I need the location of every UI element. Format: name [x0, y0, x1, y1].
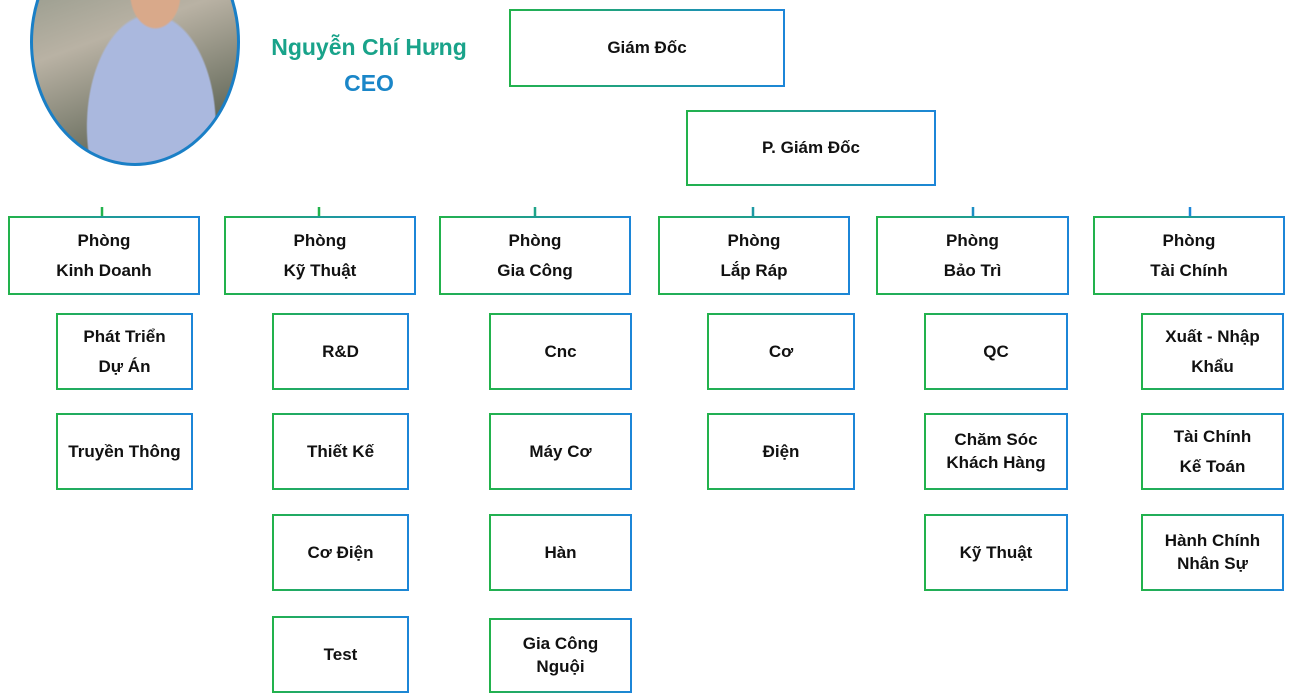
ceo-title: CEO: [344, 69, 394, 96]
department-ky-thuat: Phòng Kỹ Thuật: [224, 216, 416, 295]
unit-line1: Máy Cơ: [529, 441, 592, 461]
deputy-director-label: P. Giám Đốc: [762, 138, 860, 158]
department-line1: Phòng: [1162, 230, 1216, 250]
department-kinh-doanh: Phòng Kinh Doanh: [8, 216, 200, 295]
department-line2: Gia Công: [497, 260, 573, 280]
ceo-caption: Nguyễn Chí Hưng CEO: [246, 30, 492, 101]
unit-line1: Cơ Điện: [307, 542, 374, 562]
unit-co-dien: Cơ Điện: [272, 514, 409, 591]
department-line2: Bảo Trì: [943, 260, 1002, 280]
department-gia-cong: Phòng Gia Công: [439, 216, 631, 295]
unit-line2: Dự Án: [98, 356, 151, 376]
unit-dien: Điện: [707, 413, 855, 490]
director-label: Giám Đốc: [607, 38, 687, 58]
unit-r-and-d: R&D: [272, 313, 409, 390]
unit-ky-thuat: Kỹ Thuật: [924, 514, 1068, 591]
unit-line2: Khẩu: [1191, 356, 1234, 376]
unit-line1: Hàn: [544, 542, 577, 562]
department-line2: Lắp Ráp: [720, 260, 788, 280]
unit-line1: QC: [983, 341, 1009, 361]
unit-thiet-ke: Thiết Kế: [272, 413, 409, 490]
unit-line1: Kỹ Thuật: [959, 542, 1033, 562]
department-lap-rap: Phòng Lắp Ráp: [658, 216, 850, 295]
department-line1: Phòng: [293, 230, 347, 250]
unit-line2: Nhân Sự: [1177, 553, 1248, 573]
department-line1: Phòng: [77, 230, 131, 250]
unit-truyen-thong: Truyền Thông: [56, 413, 193, 490]
unit-test: Test: [272, 616, 409, 693]
unit-co: Cơ: [707, 313, 855, 390]
unit-tai-chinh-ke-toan: Tài Chính Kế Toán: [1141, 413, 1284, 490]
unit-line1: Xuất - Nhập: [1165, 326, 1260, 346]
unit-line1: Truyền Thông: [68, 441, 181, 461]
unit-line1: Phát Triển: [83, 326, 166, 346]
unit-line2: Nguội: [536, 656, 585, 676]
unit-line2: Kế Toán: [1179, 456, 1246, 476]
department-line2: Kinh Doanh: [56, 260, 152, 280]
unit-han: Hàn: [489, 514, 632, 591]
unit-line1: Cơ: [768, 341, 794, 361]
unit-phat-trien-du-an: Phát Triển Dự Án: [56, 313, 193, 390]
ceo-name: Nguyễn Chí Hưng: [271, 34, 467, 60]
unit-cnc: Cnc: [489, 313, 632, 390]
deputy-director-box: P. Giám Đốc: [686, 110, 936, 186]
unit-qc: QC: [924, 313, 1068, 390]
unit-line1: Test: [323, 644, 358, 664]
department-line1: Phòng: [508, 230, 562, 250]
unit-line1: Hành Chính: [1164, 531, 1261, 551]
department-line2: Kỹ Thuật: [283, 260, 357, 280]
unit-gia-cong-nguoi: Gia Công Nguội: [489, 618, 632, 693]
unit-line1: Chăm Sóc: [954, 430, 1038, 450]
department-line2: Tài Chính: [1150, 260, 1228, 280]
unit-xuat-nhap-khau: Xuất - Nhập Khẩu: [1141, 313, 1284, 390]
department-tai-chinh: Phòng Tài Chính: [1093, 216, 1285, 295]
unit-line1: Tài Chính: [1173, 426, 1252, 446]
unit-line1: Điện: [762, 441, 800, 461]
unit-line1: R&D: [322, 341, 359, 361]
unit-line1: Cnc: [544, 341, 577, 361]
unit-hanh-chinh-nhan-su: Hành Chính Nhân Sự: [1141, 514, 1284, 591]
department-line1: Phòng: [727, 230, 781, 250]
unit-line2: Khách Hàng: [946, 452, 1046, 472]
department-bao-tri: Phòng Bảo Trì: [876, 216, 1069, 295]
department-line1: Phòng: [946, 230, 999, 250]
director-box: Giám Đốc: [509, 9, 785, 87]
unit-cham-soc-khach-hang: Chăm Sóc Khách Hàng: [924, 413, 1068, 490]
unit-line1: Thiết Kế: [306, 441, 375, 461]
unit-line1: Gia Công: [522, 634, 599, 654]
ceo-photo: [30, 0, 240, 166]
unit-may-co: Máy Cơ: [489, 413, 632, 490]
